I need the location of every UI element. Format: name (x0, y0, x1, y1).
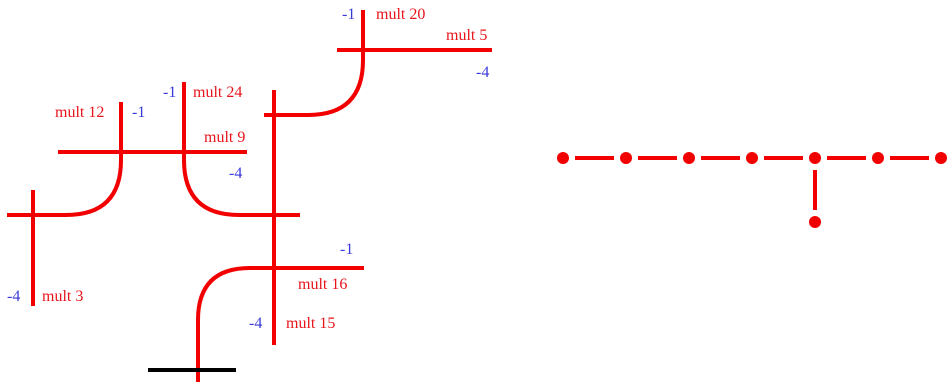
dual-graph-node (872, 152, 884, 164)
dual-graph-node (620, 152, 632, 164)
curve-mult-12 (7, 102, 123, 217)
dual-graph-node (557, 152, 569, 164)
label-mult-c9: mult 9 (204, 129, 245, 146)
curve-mult-20 (264, 10, 365, 117)
curve-mult-24 (182, 82, 300, 217)
label-self-c12: -1 (132, 104, 145, 121)
curve-configuration (7, 10, 492, 382)
label-self-c20: -1 (342, 6, 355, 23)
label-self-c24: -1 (163, 84, 176, 101)
curve-labels: -1 mult 20 mult 5 -4 -1 mult 24 mult 12 … (7, 6, 489, 332)
dual-graph-node (935, 152, 947, 164)
dual-graph (557, 152, 947, 228)
label-self-c3: -4 (7, 288, 20, 305)
label-self-c5: -4 (476, 64, 489, 81)
label-mult-c12: mult 12 (55, 104, 104, 121)
dual-graph-node (809, 216, 821, 228)
label-self-c9: -4 (229, 165, 242, 182)
label-mult-c20: mult 20 (376, 6, 425, 23)
label-mult-c3: mult 3 (42, 288, 83, 305)
label-self-c15: -4 (249, 315, 262, 332)
dual-graph-node (809, 152, 821, 164)
label-mult-c16: mult 16 (298, 276, 347, 293)
dual-graph-node (746, 152, 758, 164)
label-mult-c5: mult 5 (446, 27, 487, 44)
label-self-c16: -1 (340, 241, 353, 258)
label-mult-c15: mult 15 (286, 315, 335, 332)
dual-graph-node (683, 152, 695, 164)
label-mult-c24: mult 24 (193, 84, 242, 101)
curve-mult-15 (196, 266, 274, 382)
